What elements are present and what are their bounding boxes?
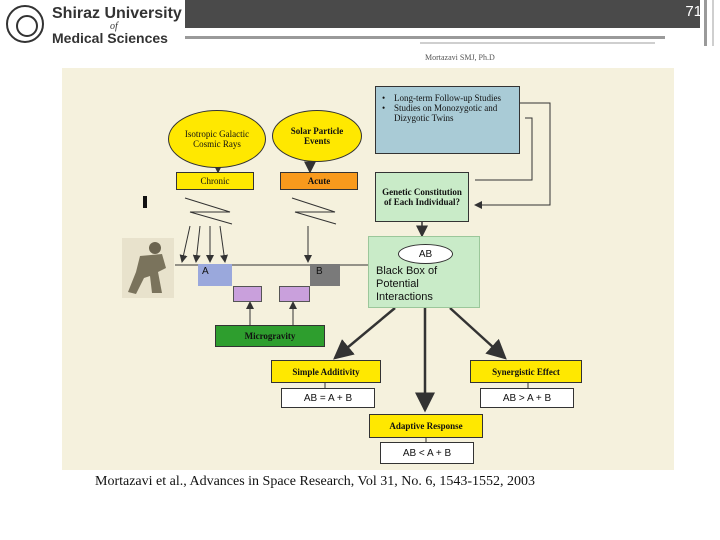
b-violet-box xyxy=(279,286,310,302)
genetic-constitution-box: Genetic Constitution of Each Individual? xyxy=(375,172,469,222)
university-seal-icon xyxy=(6,5,44,43)
logo-line1: Shiraz University xyxy=(52,5,182,22)
synergistic-effect-box: Synergistic Effect xyxy=(470,360,582,383)
astronaut-figure xyxy=(122,238,174,298)
adaptive-response-box: Adaptive Response xyxy=(369,414,483,438)
synergistic-equation: AB > A + B xyxy=(480,388,574,408)
simple-additivity-box: Simple Additivity xyxy=(271,360,381,383)
black-box-label: Black Box of Potential Interactions xyxy=(376,265,438,303)
acute-box: Acute xyxy=(280,172,358,190)
b-box: B xyxy=(310,264,340,286)
a-violet-box xyxy=(233,286,262,302)
solar-particle-events: Solar Particle Events xyxy=(272,110,362,162)
header-rule xyxy=(185,36,665,39)
author-credit: Mortazavi SMJ, Ph.D xyxy=(425,53,495,62)
header-rule-light xyxy=(420,42,655,44)
isotropic-cosmic-rays: Isotropic Galactic Cosmic Rays xyxy=(168,110,266,168)
a-box: A xyxy=(198,264,232,286)
chronic-box: Chronic xyxy=(176,172,254,190)
microgravity-box: Microgravity xyxy=(215,325,325,347)
ab-ellipse: AB xyxy=(398,244,453,264)
followup-item-2: •Studies on Monozygotic and Dizygotic Tw… xyxy=(382,103,498,123)
header-bar xyxy=(185,0,700,28)
page-number: 71 xyxy=(685,3,702,20)
logo-line3: Medical Sciences xyxy=(52,30,168,46)
followup-studies-box: •Long-term Follow-up Studies •Studies on… xyxy=(375,86,520,154)
simple-additivity-equation: AB = A + B xyxy=(281,388,375,408)
citation-caption: Mortazavi et al., Advances in Space Rese… xyxy=(95,474,536,489)
right-rule-light xyxy=(712,0,714,46)
adaptive-response-equation: AB < A + B xyxy=(380,442,474,464)
right-rule xyxy=(704,0,707,46)
followup-item-1: •Long-term Follow-up Studies xyxy=(382,93,501,103)
logo-line2: of xyxy=(110,21,118,32)
